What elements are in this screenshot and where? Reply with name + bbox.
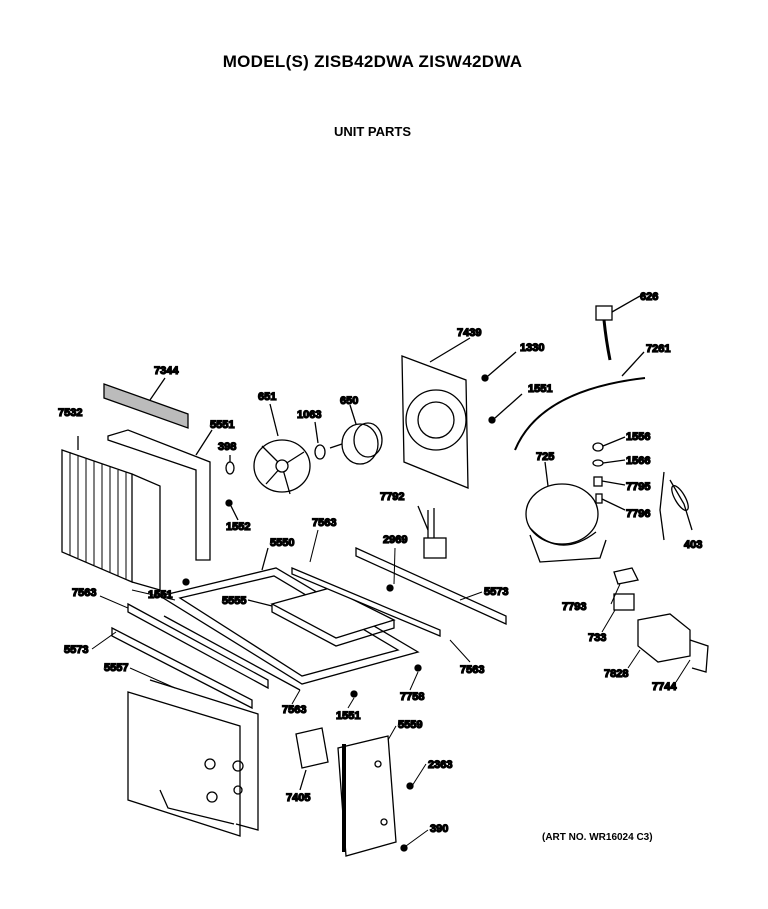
callout-7532: 7532 xyxy=(58,407,82,419)
callout-2969: 2969 xyxy=(383,534,407,546)
rails xyxy=(111,546,507,710)
callout-7795: 7795 xyxy=(626,481,650,493)
callout-725: 725 xyxy=(536,451,554,463)
callout-1551-bottom: 1551 xyxy=(336,710,360,722)
compressor-hardware xyxy=(592,436,626,511)
callout-7261: 7261 xyxy=(646,343,670,355)
callout-5573-right: 5573 xyxy=(484,586,508,598)
cord-wire xyxy=(514,351,646,451)
leader-lines xyxy=(91,529,691,847)
fasteners-bracket xyxy=(225,455,239,521)
callout-5559: 5559 xyxy=(398,719,422,731)
callout-7792: 7792 xyxy=(380,491,404,503)
fan-blade xyxy=(253,403,311,495)
callout-1552: 1552 xyxy=(226,521,250,533)
drier xyxy=(659,471,693,541)
callout-1566: 1566 xyxy=(626,455,650,467)
callout-5573-left: 5573 xyxy=(64,644,88,656)
filter-strip xyxy=(103,377,189,429)
callout-7563-top: 7563 xyxy=(312,517,336,529)
callout-2363: 2363 xyxy=(428,759,452,771)
callout-5557: 5557 xyxy=(104,662,128,674)
callout-651: 651 xyxy=(258,391,276,403)
misc-screws xyxy=(182,578,422,852)
damper-motor xyxy=(295,727,329,791)
coil-bracket xyxy=(107,429,213,561)
callout-7563-bottom: 7563 xyxy=(282,704,306,716)
fan-shroud xyxy=(401,337,471,489)
callout-7793: 7793 xyxy=(562,601,586,613)
callout-1551-top: 1551 xyxy=(528,383,552,395)
callout-5555: 5555 xyxy=(222,595,246,607)
callout-7439: 7439 xyxy=(457,327,481,339)
side-panels xyxy=(127,679,259,837)
callout-1063: 1063 xyxy=(297,409,321,421)
callout-5550: 5550 xyxy=(270,537,294,549)
art-number: (ART NO. WR16024 C3) xyxy=(542,832,653,843)
base-frame xyxy=(158,547,420,685)
callout-398: 398 xyxy=(218,441,236,453)
power-cord-plug xyxy=(595,295,641,361)
callout-7563-right: 7563 xyxy=(460,664,484,676)
callout-7744: 7744 xyxy=(652,681,677,693)
screws-shroud xyxy=(481,351,523,424)
relay xyxy=(417,505,447,559)
back-panel xyxy=(337,735,397,857)
callout-7828: 7828 xyxy=(604,668,628,680)
callout-733: 733 xyxy=(588,632,606,644)
callout-390: 390 xyxy=(430,823,448,835)
callout-7758: 7758 xyxy=(400,691,424,703)
nut xyxy=(314,421,326,460)
callout-650: 650 xyxy=(340,395,358,407)
callout-7796: 7796 xyxy=(626,508,650,520)
compressor xyxy=(525,461,607,563)
callout-7405: 7405 xyxy=(286,792,310,804)
condenser-coil xyxy=(61,436,161,591)
drain-pan xyxy=(247,587,396,647)
callout-626: 626 xyxy=(640,291,658,303)
callout-7344: 7344 xyxy=(154,365,179,377)
electrical-parts xyxy=(613,567,709,673)
callout-7563-left: 7563 xyxy=(72,587,96,599)
section-subtitle: UNIT PARTS xyxy=(333,124,412,139)
callout-1556: 1556 xyxy=(626,431,650,443)
callout-5551: 5551 xyxy=(210,419,234,431)
page-title: MODEL(S) ZISB42DWA ZISW42DWA xyxy=(222,52,523,71)
callout-1330: 1330 xyxy=(520,342,544,354)
callout-403: 403 xyxy=(684,539,702,551)
fan-motor xyxy=(329,404,383,465)
